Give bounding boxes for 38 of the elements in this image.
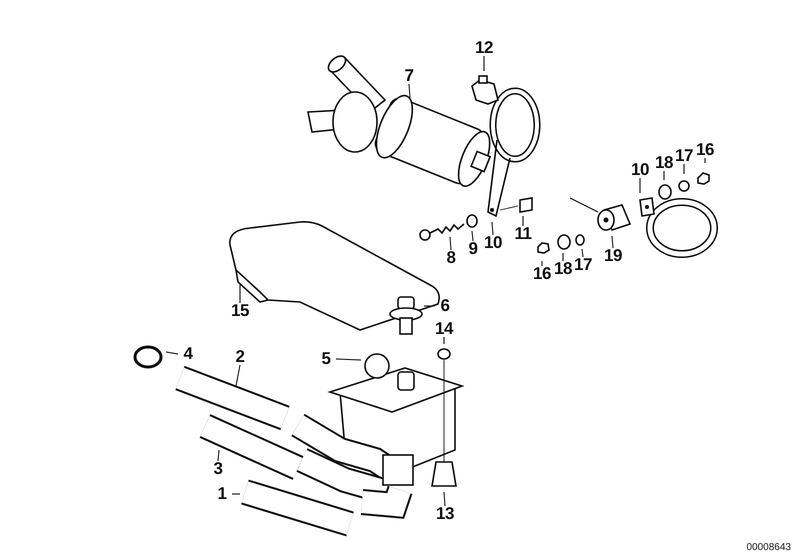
- callout-number: 19: [604, 248, 622, 264]
- callout-number: 15: [231, 303, 249, 319]
- leader-line: [522, 216, 524, 226]
- leader-line: [582, 248, 584, 258]
- leader-line: [612, 236, 614, 248]
- callout-number: 10: [484, 235, 502, 251]
- callout-number: 16: [696, 142, 714, 158]
- callout-number: 16: [533, 266, 551, 282]
- callout-number: 18: [554, 261, 572, 277]
- callout-number: 18: [655, 155, 673, 171]
- callout-number: 2: [236, 349, 244, 365]
- leader-line: [472, 230, 474, 242]
- leader-line: [408, 84, 410, 98]
- leader-line: [492, 222, 494, 236]
- callout-number: 6: [440, 298, 450, 314]
- callout-number: 8: [446, 250, 456, 266]
- callout-number: 10: [631, 162, 649, 178]
- callout-number: 9: [468, 241, 478, 257]
- callout-number: 4: [184, 346, 192, 362]
- callout-number: 13: [436, 506, 454, 522]
- callout-number: 11: [514, 226, 532, 242]
- diagram-number: 00008643: [746, 542, 791, 553]
- leader-line: [444, 492, 446, 506]
- leader-line: [704, 158, 706, 164]
- leader-line: [218, 450, 220, 462]
- leader-line: [236, 364, 240, 386]
- leader-line: [450, 236, 452, 250]
- leader-line: [562, 252, 564, 262]
- callout-number: 17: [574, 257, 592, 273]
- callout-number: 17: [675, 148, 693, 164]
- callout-number: 7: [404, 68, 414, 84]
- leader-line: [336, 358, 362, 360]
- callout-number: 14: [435, 321, 453, 337]
- callout-number: 5: [322, 351, 330, 367]
- callout-number: 1: [218, 486, 226, 502]
- leader-line: [166, 352, 178, 354]
- callout-number: 12: [475, 40, 493, 56]
- callout-number: 3: [214, 461, 222, 477]
